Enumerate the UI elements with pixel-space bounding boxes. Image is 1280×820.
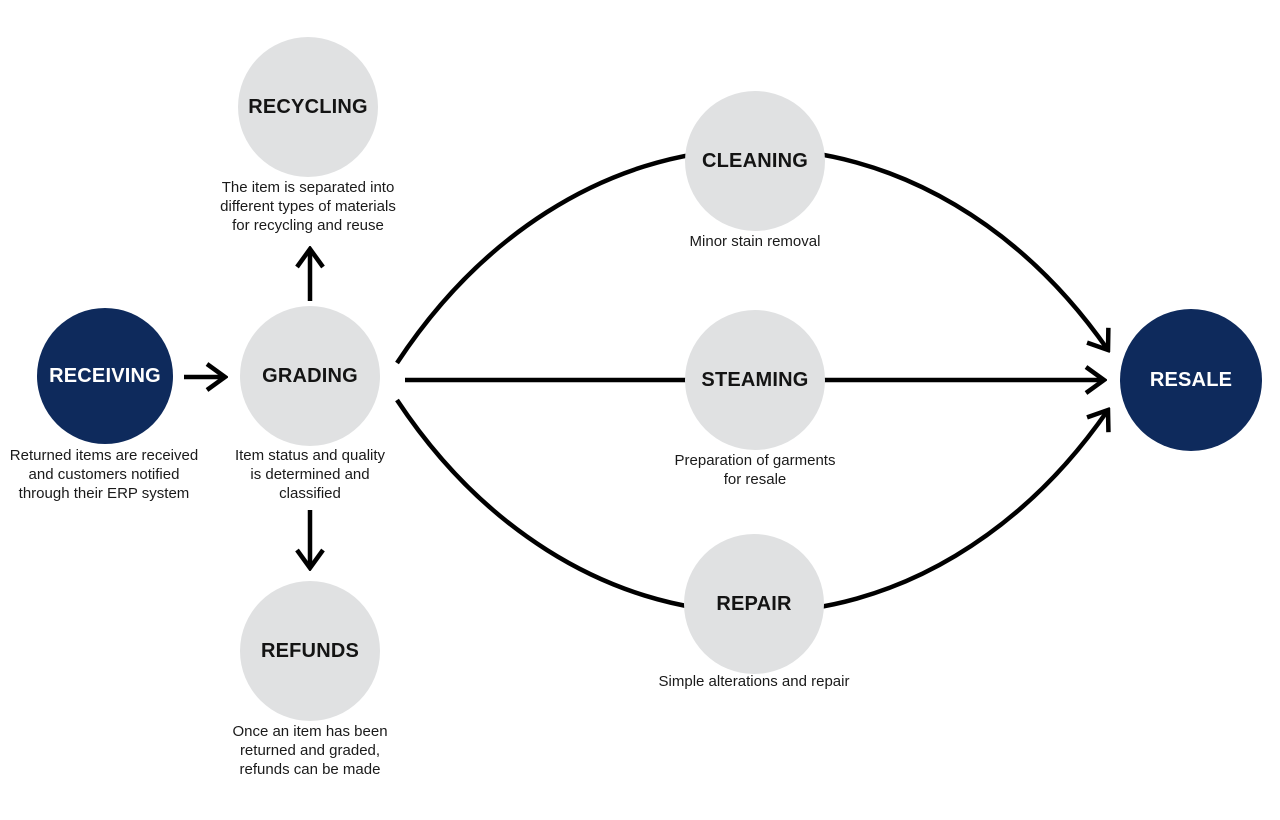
- node-refunds-label: REFUNDS: [260, 639, 360, 662]
- node-cleaning: CLEANING: [685, 91, 825, 231]
- node-receiving-description: Returned items are received and customer…: [9, 447, 199, 502]
- node-grading: GRADING: [240, 306, 380, 446]
- node-steaming-label: STEAMING: [701, 368, 809, 391]
- node-receiving: RECEIVING: [37, 308, 173, 444]
- node-cleaning-description: Minor stain removal: [689, 233, 821, 250]
- node-resale-label: RESALE: [1149, 368, 1233, 391]
- node-steaming: STEAMING: [685, 310, 825, 450]
- node-recycling-description: The item is separated into different typ…: [220, 179, 396, 234]
- node-repair-description: Simple alterations and repair: [658, 673, 850, 690]
- node-grading-label: GRADING: [262, 364, 358, 387]
- node-grading-description: Item status and quality is determined an…: [234, 447, 386, 502]
- node-refunds: REFUNDS: [240, 581, 380, 721]
- node-receiving-label: RECEIVING: [49, 364, 161, 387]
- node-cleaning-label: CLEANING: [701, 149, 809, 172]
- node-repair: REPAIR: [684, 534, 824, 674]
- node-recycling: RECYCLING: [238, 37, 378, 177]
- node-repair-label: REPAIR: [716, 592, 792, 615]
- node-recycling-label: RECYCLING: [248, 95, 368, 118]
- node-refunds-description: Once an item has been returned and grade…: [232, 723, 388, 778]
- node-resale: RESALE: [1120, 309, 1262, 451]
- node-steaming-description: Preparation of garments for resale: [674, 452, 836, 488]
